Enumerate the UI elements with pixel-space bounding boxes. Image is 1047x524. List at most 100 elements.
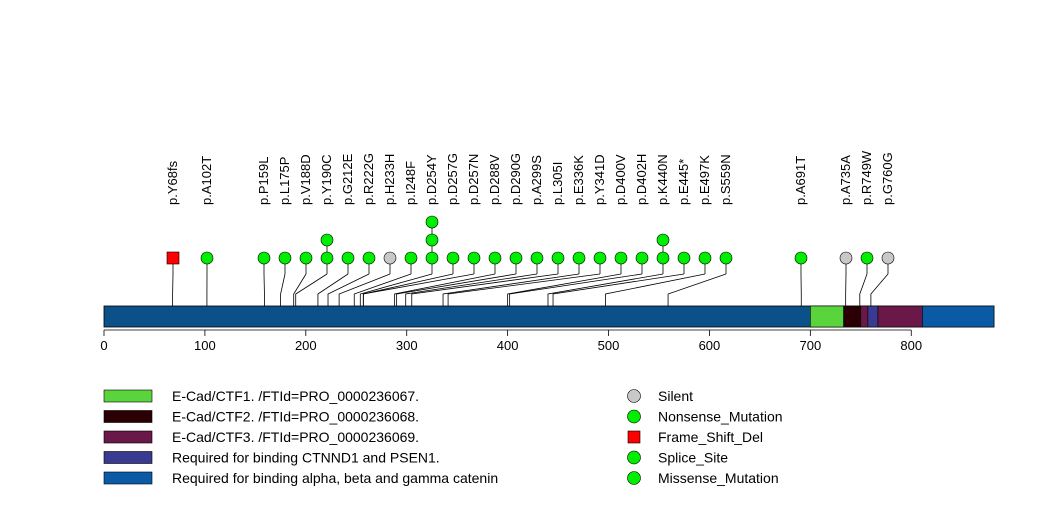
legend-label: E-Cad/CTF1. /FTId=PRO_0000236067.: [172, 388, 419, 404]
mutation-label: p.D257G: [445, 153, 460, 205]
mutation-marker: [446, 251, 460, 265]
mutation-label: p.K440N: [655, 154, 670, 205]
mutation-label: p.S559N: [718, 154, 733, 205]
legend-label: Required for binding CTNND1 and PSEN1.: [172, 450, 440, 466]
mutation-marker: [656, 233, 670, 247]
legend-label: Required for binding alpha, beta and gam…: [172, 470, 498, 486]
connector-line: [447, 273, 601, 306]
connector-line: [338, 273, 391, 306]
legend-marker: [627, 409, 641, 424]
mutation-label: p.A299S: [529, 155, 544, 205]
mutation-label: p.E445*: [676, 159, 691, 205]
axis-tick-label: 500: [598, 338, 620, 353]
mutation-label: p.G760G: [880, 152, 895, 205]
axis-tick-label: 200: [295, 338, 317, 353]
connector-line: [411, 273, 559, 306]
connector-line: [859, 273, 868, 306]
mutation-marker: [551, 251, 565, 265]
legend-marker: [627, 450, 641, 465]
mutation-marker: [530, 251, 544, 265]
mutation-marker: [383, 251, 397, 265]
mutation-marker: [278, 251, 292, 265]
mutation-marker: [425, 233, 439, 247]
mutation-marker: [635, 251, 649, 265]
mutation-label: p.I248F: [403, 161, 418, 205]
mutation-marker: [341, 251, 355, 265]
legend-label: E-Cad/CTF2. /FTId=PRO_0000236068.: [172, 409, 419, 425]
mutation-label: p.D400V: [613, 154, 628, 205]
legend-swatch: [103, 451, 153, 464]
mutation-marker: [404, 251, 418, 265]
legend-label: Splice_Site: [658, 450, 728, 466]
mutation-marker: [425, 215, 439, 229]
mutation-label: p.V188D: [298, 154, 313, 205]
legend-marker: [627, 430, 641, 444]
axis-tick-label: 100: [194, 338, 216, 353]
connector-line: [442, 273, 580, 306]
mutation-label: p.Y341D: [592, 154, 607, 205]
mutation-marker: [425, 251, 439, 265]
frameshift-marker: [166, 251, 180, 265]
connector-line: [507, 273, 622, 306]
domain-legend: E-Cad/CTF1. /FTId=PRO_0000236067. E-Cad/C…: [103, 388, 498, 486]
mutation-marker: [593, 251, 607, 265]
mutation-marker: [839, 251, 853, 265]
axis-tick-label: 400: [497, 338, 519, 353]
mutation-label: p.Y68fs: [165, 160, 180, 205]
mutation-label: p.L305I: [550, 162, 565, 205]
mutation-label: p.R749W: [859, 150, 874, 205]
mutation-label: p.R222G: [361, 153, 376, 205]
mutation-marker: [299, 251, 313, 265]
mutation-label: p.D254Y: [424, 154, 439, 205]
domain-region: [867, 305, 879, 328]
legend-label: Frame_Shift_Del: [658, 429, 763, 445]
connector-line: [293, 273, 307, 306]
mutation-label: p.D290G: [508, 153, 523, 205]
connector-line: [509, 273, 643, 306]
mutation-label: p.H233H: [382, 154, 397, 205]
connector-line: [359, 273, 433, 306]
mutation-marker: [257, 251, 271, 265]
connector-line: [394, 273, 496, 306]
connector-lines: [172, 273, 889, 306]
connector-line: [317, 273, 349, 306]
protein-backbone: [103, 305, 995, 328]
axis-tick-label: 300: [396, 338, 418, 353]
connector-line: [327, 273, 370, 306]
mutation-marker: [200, 251, 214, 265]
legend-label: Missense_Mutation: [658, 470, 779, 486]
mutation-label: p.P159L: [256, 157, 271, 205]
mutation-marker: [881, 251, 895, 265]
mutation-label: p.A735A: [838, 155, 853, 205]
mutation-label: p.Y190C: [319, 154, 334, 205]
connector-line: [280, 273, 286, 306]
mutation-marker: [614, 251, 628, 265]
mutation-marker: [794, 251, 808, 265]
legend-label: E-Cad/CTF3. /FTId=PRO_0000236069.: [172, 429, 419, 445]
mutation-marker: [320, 233, 334, 247]
mutation-type-legend: SilentNonsense_MutationFrame_Shift_DelSp…: [627, 388, 783, 486]
domain-region: [877, 305, 923, 328]
domain-region: [810, 305, 844, 328]
mutation-marker: [719, 251, 733, 265]
mutation-label: p.L175P: [277, 157, 292, 205]
connector-line: [362, 273, 475, 306]
connector-line: [667, 273, 727, 306]
domain-region: [860, 305, 869, 328]
connector-line: [396, 273, 517, 306]
domain-region: [922, 305, 995, 328]
legend-swatch: [103, 389, 153, 403]
axis-tick-label: 800: [900, 338, 922, 353]
axis-tick-label: 600: [699, 338, 721, 353]
mutation-marker: [572, 251, 586, 265]
connector-line: [295, 273, 328, 306]
legend-label: Nonsense_Mutation: [658, 409, 783, 425]
connector-line: [547, 273, 664, 306]
legend-swatch: [103, 430, 153, 444]
connector-line: [552, 273, 685, 306]
connector-line: [605, 273, 706, 306]
mutation-marker: [488, 251, 502, 265]
